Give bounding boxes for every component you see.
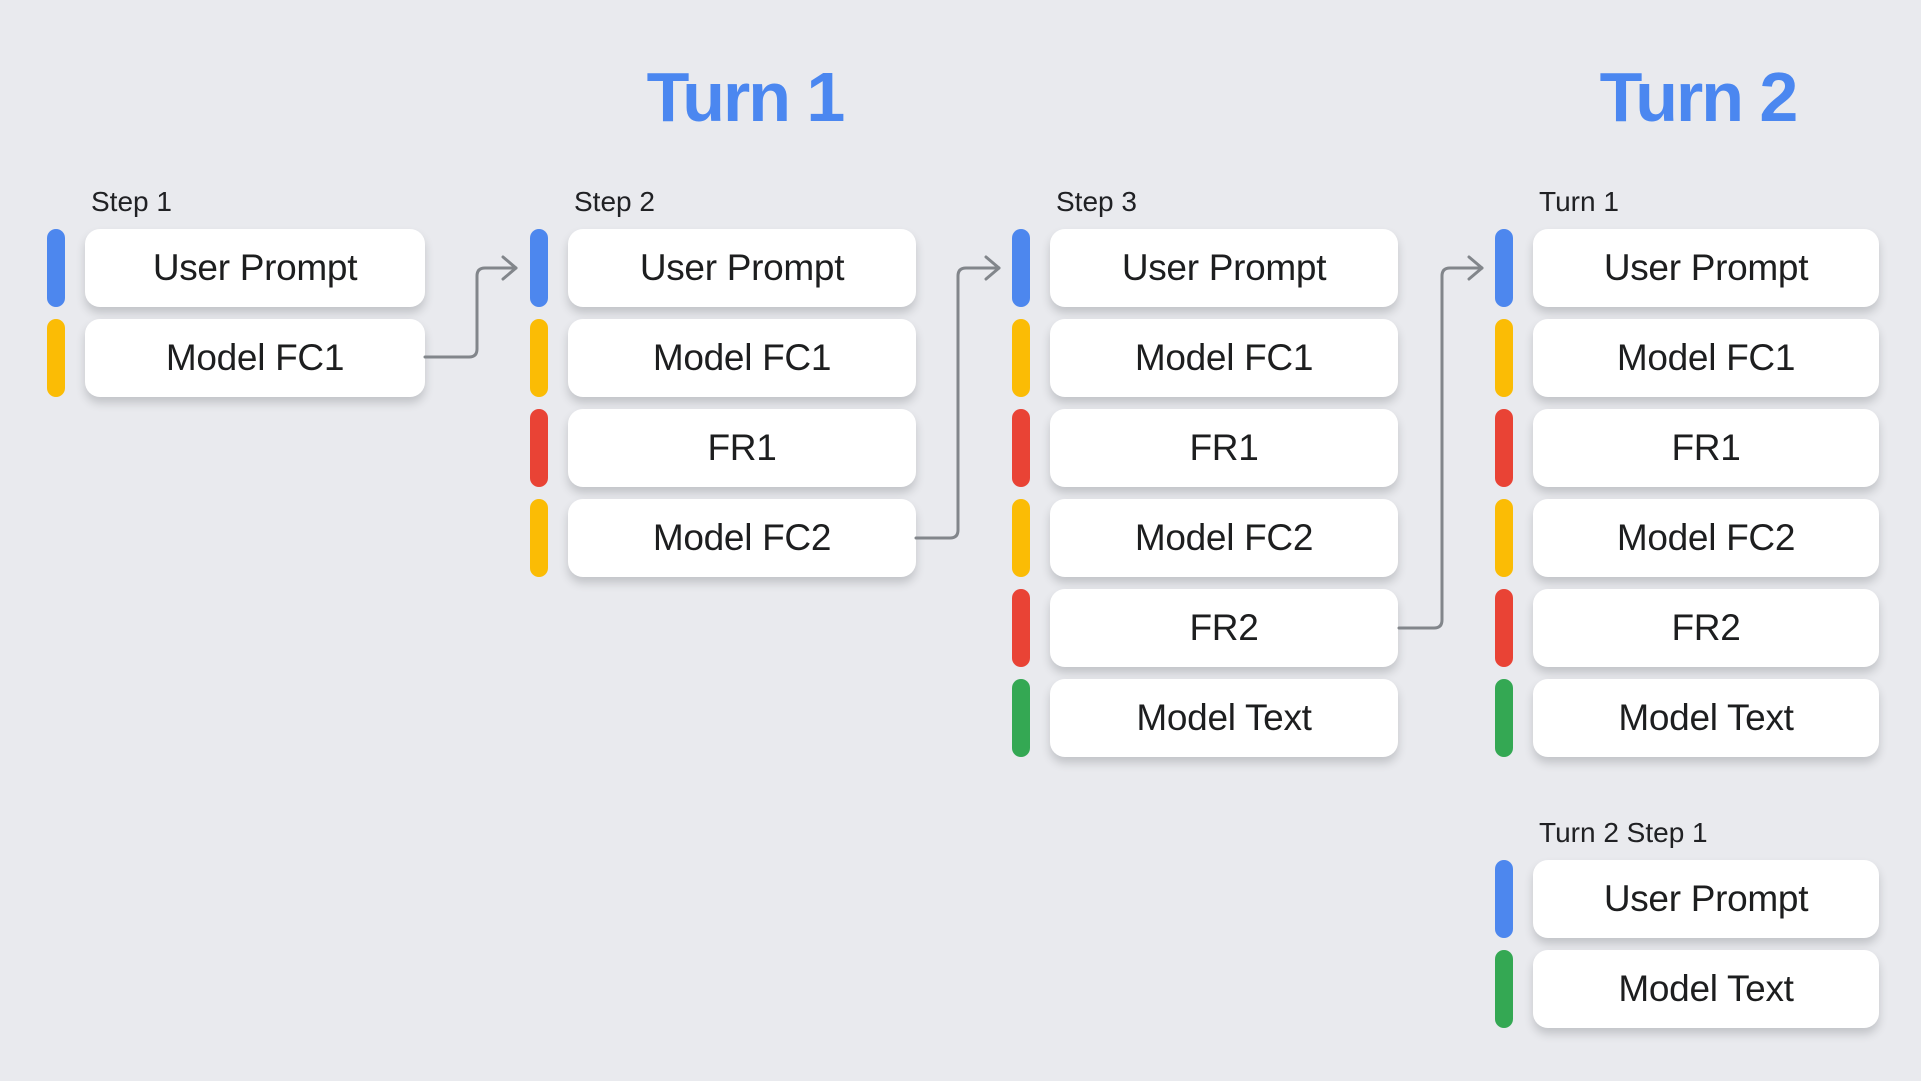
row-turn1-history-model-text: Model Text [1495, 679, 1879, 757]
row-turn1-history-model-fc2: Model FC2 [1495, 499, 1879, 577]
card-label: Model Text [1136, 697, 1312, 738]
arrow-step2-to-step3 [914, 255, 1001, 540]
card-label: User Prompt [152, 247, 358, 288]
card-label: Model FC2 [1616, 517, 1796, 558]
row-turn1-history-fr1: FR1 [1495, 409, 1879, 487]
card-label: Model FC1 [1616, 337, 1796, 378]
card-label: FR1 [707, 427, 777, 468]
turn1-title: Turn 1 [646, 58, 846, 136]
card-model-fc2: Model FC2 [1533, 499, 1879, 577]
card-label: User Prompt [1603, 878, 1809, 919]
card-model-text: Model Text [1533, 950, 1879, 1028]
row-step3-model-fc1: Model FC1 [1012, 319, 1398, 397]
card-fr1: FR1 [568, 409, 916, 487]
row-turn1-history-fr2: FR2 [1495, 589, 1879, 667]
card-fr1: FR1 [1050, 409, 1398, 487]
blue-color-bar [1495, 229, 1513, 307]
group-label-step3: Step 3 [1056, 186, 1137, 217]
group-label-step2: Step 2 [574, 186, 655, 217]
card-model-fc1: Model FC1 [1050, 319, 1398, 397]
card-model-fc2: Model FC2 [568, 499, 916, 577]
turn2-title: Turn 2 [1599, 58, 1799, 136]
card-label: User Prompt [1603, 247, 1809, 288]
card-user-prompt: User Prompt [85, 229, 425, 307]
arrowhead-icon [984, 255, 1001, 281]
card-label: Model FC1 [165, 337, 345, 378]
row-turn2-step1-model-text: Model Text [1495, 950, 1879, 1028]
yellow-color-bar [1495, 499, 1513, 577]
card-label: User Prompt [1121, 247, 1327, 288]
yellow-color-bar [1495, 319, 1513, 397]
card-label: FR1 [1671, 427, 1741, 468]
row-step3-model-fc2: Model FC2 [1012, 499, 1398, 577]
card-model-fc1: Model FC1 [85, 319, 425, 397]
card-label: FR2 [1189, 607, 1259, 648]
row-step2-model-fc1: Model FC1 [530, 319, 916, 397]
card-model-fc1: Model FC1 [568, 319, 916, 397]
card-user-prompt: User Prompt [1533, 229, 1879, 307]
row-step2-user-prompt: User Prompt [530, 229, 916, 307]
arrow-step1-to-step2 [423, 255, 518, 359]
row-turn1-history-user-prompt: User Prompt [1495, 229, 1879, 307]
card-label: Model FC1 [1134, 337, 1314, 378]
blue-color-bar [530, 229, 548, 307]
card-label: FR1 [1189, 427, 1259, 468]
red-color-bar [1495, 589, 1513, 667]
card-label: Model Text [1618, 697, 1794, 738]
card-model-text: Model Text [1533, 679, 1879, 757]
card-fr2: FR2 [1533, 589, 1879, 667]
green-color-bar [1495, 950, 1513, 1028]
blue-color-bar [47, 229, 65, 307]
yellow-color-bar [1012, 499, 1030, 577]
card-label: Model Text [1618, 968, 1794, 1009]
yellow-color-bar [47, 319, 65, 397]
card-fr1: FR1 [1533, 409, 1879, 487]
group-label-step1: Step 1 [91, 186, 172, 217]
row-step1-model-fc1: Model FC1 [47, 319, 425, 397]
yellow-color-bar [1012, 319, 1030, 397]
row-step2-model-fc2: Model FC2 [530, 499, 916, 577]
yellow-color-bar [530, 319, 548, 397]
card-label: Model FC2 [1134, 517, 1314, 558]
red-color-bar [1012, 589, 1030, 667]
row-step3-user-prompt: User Prompt [1012, 229, 1398, 307]
blue-color-bar [1495, 860, 1513, 938]
green-color-bar [1012, 679, 1030, 757]
group-label-turn1-history: Turn 1 [1539, 186, 1619, 217]
row-step3-fr2: FR2 [1012, 589, 1398, 667]
row-step1-user-prompt: User Prompt [47, 229, 425, 307]
red-color-bar [1012, 409, 1030, 487]
blue-color-bar [1012, 229, 1030, 307]
arrowhead-icon [1467, 255, 1484, 281]
card-user-prompt: User Prompt [568, 229, 916, 307]
card-model-text: Model Text [1050, 679, 1398, 757]
green-color-bar [1495, 679, 1513, 757]
group-label-turn2-step1: Turn 2 Step 1 [1539, 817, 1708, 848]
card-model-fc1: Model FC1 [1533, 319, 1879, 397]
card-label: FR2 [1671, 607, 1741, 648]
arrowhead-icon [501, 255, 518, 281]
red-color-bar [530, 409, 548, 487]
row-turn1-history-model-fc1: Model FC1 [1495, 319, 1879, 397]
card-user-prompt: User Prompt [1533, 860, 1879, 938]
card-label: User Prompt [639, 247, 845, 288]
row-turn2-step1-user-prompt: User Prompt [1495, 860, 1879, 938]
card-model-fc2: Model FC2 [1050, 499, 1398, 577]
card-label: Model FC2 [652, 517, 832, 558]
yellow-color-bar [530, 499, 548, 577]
row-step2-fr1: FR1 [530, 409, 916, 487]
row-step3-model-text: Model Text [1012, 679, 1398, 757]
arrow-step3-to-turn1-history [1397, 255, 1484, 630]
card-label: Model FC1 [652, 337, 832, 378]
card-user-prompt: User Prompt [1050, 229, 1398, 307]
card-fr2: FR2 [1050, 589, 1398, 667]
red-color-bar [1495, 409, 1513, 487]
row-step3-fr1: FR1 [1012, 409, 1398, 487]
